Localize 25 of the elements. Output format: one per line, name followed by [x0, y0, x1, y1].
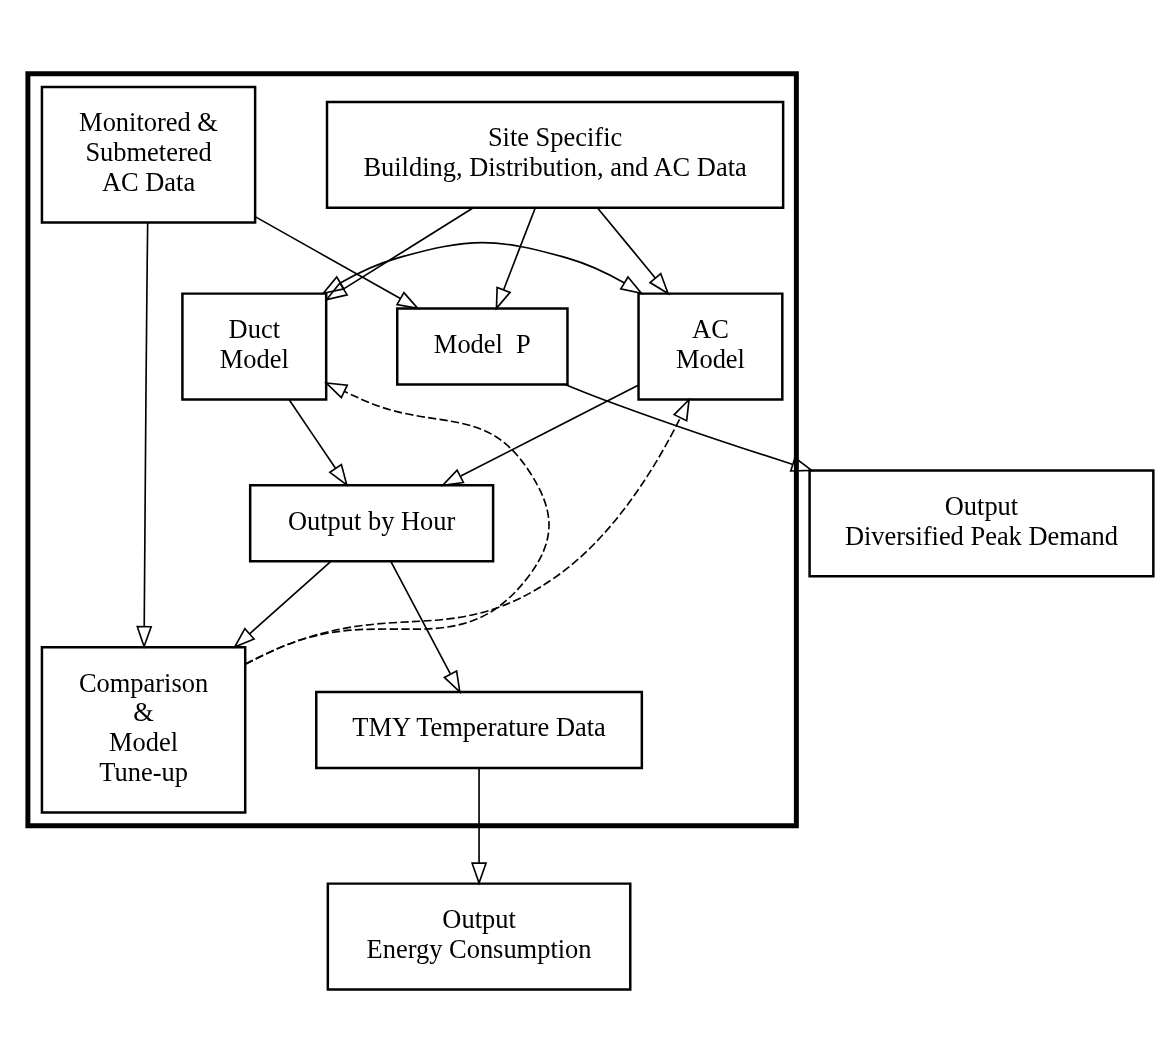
node-box: Monitored & Submetered AC Data [40, 85, 257, 224]
node-box: AC Model [637, 291, 784, 401]
arrow [324, 206, 474, 301]
node-box: TMY Temperature Data [315, 690, 644, 769]
arrow [244, 381, 550, 665]
arrow [596, 206, 670, 295]
arrow [136, 221, 153, 649]
arrow [254, 215, 420, 310]
node-box: Output Diversified Peak Demand [808, 468, 1155, 577]
arrow [288, 398, 349, 487]
node-box: Duct Model [181, 291, 328, 401]
arrow [440, 383, 639, 486]
arrow [495, 206, 537, 311]
arrow [390, 560, 461, 694]
arrow [232, 560, 332, 649]
node-box: Output Energy Consumption [326, 881, 632, 991]
node-box: Comparison & Model Tune-up [40, 645, 247, 814]
node-box: Output by Hour [248, 483, 495, 563]
arrow [321, 241, 644, 294]
node-box: Site Specific Building, Distribution, and AC Data [325, 100, 785, 209]
arrow [244, 397, 691, 665]
node-box: Model P [396, 306, 569, 386]
cluster [25, 70, 799, 828]
arrow [470, 767, 488, 886]
arrow [564, 383, 815, 472]
